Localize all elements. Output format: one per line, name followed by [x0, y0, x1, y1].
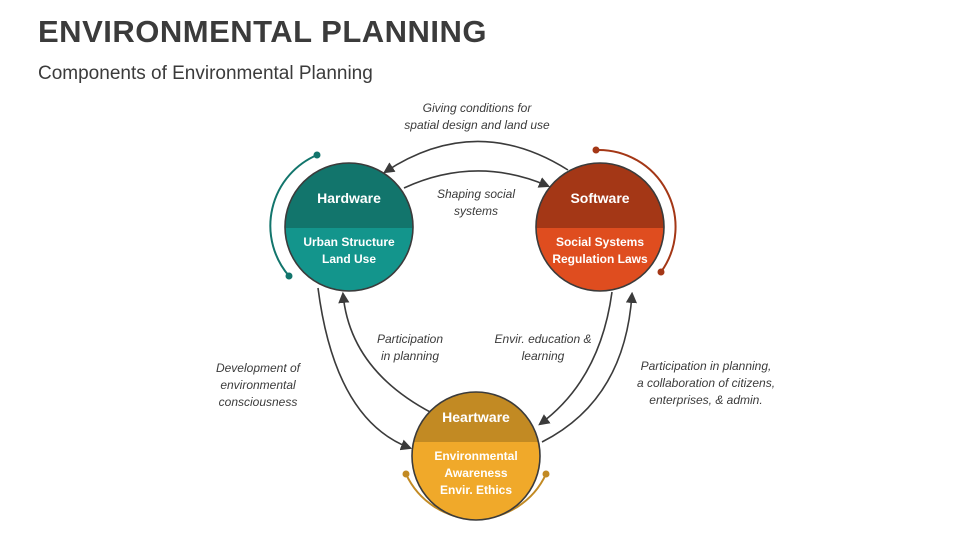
software-line-2: Regulation Laws: [552, 252, 648, 266]
page-title: ENVIRONMENTAL PLANNING: [38, 14, 488, 49]
label-line: a collaboration of citizens,: [637, 376, 775, 390]
arrow-hardware-to-software: [403, 170, 551, 189]
arrow-heartware-to-software: [541, 291, 637, 443]
software-title: Software: [570, 190, 629, 206]
heartware-line-3: Envir. Ethics: [440, 483, 512, 497]
hardware-line-1: Urban Structure: [303, 235, 395, 249]
label-line: Envir. education &: [495, 332, 592, 346]
label-line: spatial design and land use: [404, 118, 550, 132]
arrow-hardware-to-heartware: [317, 287, 413, 451]
label-line: Development of: [216, 361, 302, 375]
label-hardware-to-software: Shaping social systems: [437, 187, 515, 218]
label-line: learning: [522, 349, 565, 363]
label-hardware-to-heartware: Development of environmental consciousne…: [216, 361, 302, 409]
label-line: consciousness: [219, 395, 298, 409]
arrow-software-to-hardware: [383, 140, 569, 174]
label-software-to-heartware: Envir. education & learning: [495, 332, 592, 363]
page-subtitle: Components of Environmental Planning: [38, 63, 373, 84]
label-line: Participation in planning,: [641, 359, 772, 373]
label-line: Giving conditions for: [423, 101, 533, 115]
arrow-software-to-heartware: [538, 291, 613, 426]
hardware-line-2: Land Use: [322, 252, 376, 266]
label-heartware-to-software: Participation in planning, a collaborati…: [637, 359, 775, 407]
software-line-1: Social Systems: [556, 235, 644, 249]
label-line: Participation: [377, 332, 443, 346]
hardware-arc: [269, 151, 321, 280]
heartware-node: Heartware Environmental Awareness Envir.…: [411, 391, 541, 521]
heartware-line-1: Environmental: [434, 449, 517, 463]
label-software-to-hardware: Giving conditions for spatial design and…: [404, 101, 550, 132]
arrow-heartware-to-hardware: [338, 291, 433, 414]
label-heartware-to-hardware: Participation in planning: [377, 332, 443, 363]
software-arc: [592, 146, 677, 276]
label-line: systems: [454, 204, 498, 218]
label-line: environmental: [220, 378, 296, 392]
heartware-title: Heartware: [442, 409, 510, 425]
label-line: in planning: [381, 349, 439, 363]
label-line: enterprises, & admin.: [649, 393, 762, 407]
hardware-node: Hardware Urban Structure Land Use: [284, 162, 414, 292]
hardware-title: Hardware: [317, 190, 381, 206]
label-line: Shaping social: [437, 187, 515, 201]
software-node: Software Social Systems Regulation Laws: [535, 162, 665, 292]
heartware-line-2: Awareness: [444, 466, 507, 480]
